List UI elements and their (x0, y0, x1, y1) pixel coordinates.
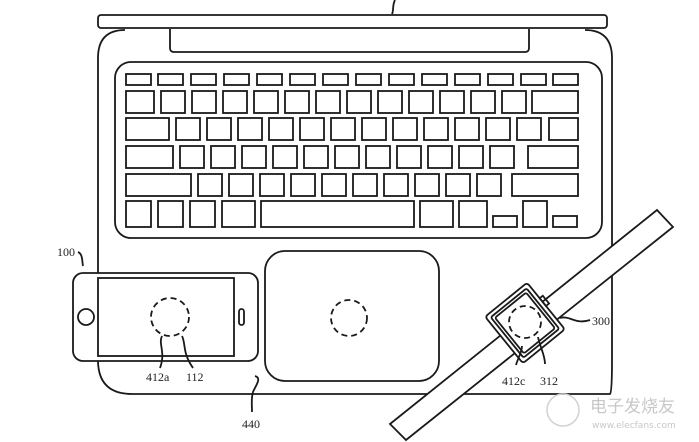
hinge (169, 29, 530, 53)
label-watch-receiver: 312 (540, 374, 558, 388)
label-phone-coil: 412a (146, 370, 170, 384)
watermark-url: www.elecfans.com (592, 421, 676, 431)
function-row (125, 73, 579, 86)
label-watch-coil: 412c (502, 374, 525, 388)
lid-leader-line (391, 0, 396, 15)
phone-charging-coil (150, 297, 190, 337)
laptop-lid-edge (97, 14, 608, 29)
watch-charging-coil (508, 305, 542, 339)
label-phone: 100 (57, 245, 75, 259)
watermark: 电子发烧友 www.elecfans.com (546, 393, 676, 431)
touchpad (264, 250, 440, 382)
label-palm-rest: 440 (242, 417, 260, 431)
bottom-row (125, 200, 578, 228)
label-watch: 300 (592, 314, 610, 328)
phone-leader-line (77, 251, 84, 267)
watch-leader-line (559, 316, 591, 323)
number-row (125, 90, 579, 114)
laptop-base (97, 29, 613, 395)
caps-row (125, 145, 579, 169)
phone-100 (72, 251, 259, 369)
shift-row (125, 173, 579, 197)
keyboard-well (114, 61, 603, 239)
watermark-logo-icon (546, 393, 580, 427)
spacebar (260, 200, 415, 228)
watch-300 (388, 208, 675, 442)
keyboard (125, 73, 579, 228)
tab-row (125, 117, 579, 141)
watermark-text-cn: 电子发烧友 (590, 397, 675, 417)
palm-rest-leader-line (250, 375, 260, 413)
label-phone-receiver: 112 (186, 370, 204, 384)
touchpad-charging-coil (330, 299, 368, 337)
